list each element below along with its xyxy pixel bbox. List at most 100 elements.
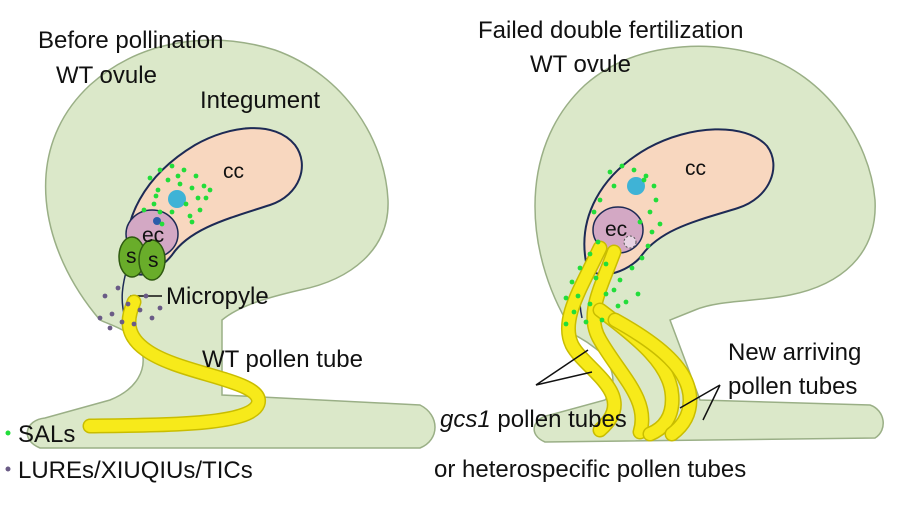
sal-dot [169, 209, 175, 215]
lure-dot [137, 307, 143, 313]
sal-dot [643, 173, 649, 179]
lure-dot [131, 321, 137, 327]
sal-dot [603, 261, 609, 267]
right-ovule-body [533, 45, 884, 443]
sal-dot [657, 221, 663, 227]
sal-dot [197, 207, 203, 213]
sal-dot [157, 167, 163, 173]
gcs1-label: gcs1 pollen tubes [440, 406, 627, 433]
sal-dot [563, 321, 569, 327]
sal-dot [575, 293, 581, 299]
sal-dot [637, 219, 643, 225]
sal-dot [169, 163, 175, 169]
lure-dot [157, 305, 163, 311]
lure-dot [125, 301, 131, 307]
left-cc-label: cc [223, 160, 244, 183]
left-title-line1: Before pollination [38, 27, 223, 54]
sal-dot [569, 279, 575, 285]
gcs1-italic: gcs1 [440, 406, 491, 433]
left-sperm-b [138, 239, 166, 281]
left-egg-nucleus [153, 217, 161, 225]
sal-dot [639, 255, 645, 261]
sal-dot [651, 183, 657, 189]
sal-dot [629, 265, 635, 271]
legend-lures: LUREs/XIUQIUs/TICs [18, 457, 253, 484]
sal-dot [577, 265, 583, 271]
sal-dot [195, 195, 201, 201]
sal-dot [591, 209, 597, 215]
sal-dot [641, 177, 647, 183]
left-sal-dots [141, 163, 213, 227]
legend-lure-dot [5, 466, 11, 472]
right-title-line2: WT ovule [530, 51, 631, 78]
right-ovule [533, 45, 884, 443]
lure-dot [119, 319, 125, 325]
gcs1-rest: pollen tubes [491, 406, 627, 433]
new-tubes-label-line2: pollen tubes [728, 373, 857, 400]
sal-dot [175, 173, 181, 179]
sal-dot [645, 243, 651, 249]
right-central-nucleus [627, 177, 645, 195]
sal-dot [165, 177, 171, 183]
right-ec-label: ec [605, 218, 627, 241]
sal-dot [587, 301, 593, 307]
sal-dot [147, 175, 153, 181]
sal-dot [595, 239, 601, 245]
sal-dot [571, 309, 577, 315]
sal-dot [203, 195, 209, 201]
sal-dot [653, 197, 659, 203]
sal-dot [193, 173, 199, 179]
sal-dot [189, 185, 195, 191]
sal-dot [563, 295, 569, 301]
left-title-line2: WT ovule [56, 62, 157, 89]
lure-dot [149, 315, 155, 321]
right-sal-dots [563, 163, 663, 327]
sal-dot [155, 187, 161, 193]
sal-dot [207, 187, 213, 193]
sal-dot [603, 291, 609, 297]
left-sperm-b-label: s [148, 249, 159, 272]
sal-dot [635, 291, 641, 297]
sal-dot [189, 219, 195, 225]
lure-dot [109, 311, 115, 317]
lure-dot [115, 285, 121, 291]
sal-dot [177, 181, 183, 187]
left-ovule [26, 39, 436, 449]
sal-dot [181, 167, 187, 173]
sal-dot [587, 251, 593, 257]
sal-dot [141, 207, 147, 213]
sal-dot [157, 209, 163, 215]
right-egg-nucleus [623, 235, 637, 249]
integument-label: Integument [200, 87, 320, 114]
sal-dot [647, 209, 653, 215]
sal-dot [607, 169, 613, 175]
sal-dot [623, 299, 629, 305]
sal-dot [611, 287, 617, 293]
sal-dot [159, 221, 165, 227]
sal-dot [153, 193, 159, 199]
gcs1-pointer-lines [535, 349, 593, 386]
sal-dot [611, 183, 617, 189]
left-lure-dots [97, 285, 163, 331]
lure-dot [102, 293, 108, 299]
sal-dot [649, 229, 655, 235]
right-title-line1: Failed double fertilization [478, 17, 744, 44]
left-ovule-body [26, 39, 436, 449]
sal-dot [615, 303, 621, 309]
new-tube-2 [609, 314, 697, 440]
gcs1-tube-2 [587, 246, 648, 438]
legend-sal-dot [5, 430, 11, 436]
micropyle-label: Micropyle [166, 283, 269, 310]
sal-dot [183, 201, 189, 207]
lure-dot [97, 315, 103, 321]
sal-dot [619, 163, 625, 169]
sal-dot [583, 319, 589, 325]
left-sperm-a-label: s [126, 245, 137, 268]
sal-dot [617, 277, 623, 283]
sal-dot [597, 197, 603, 203]
lure-dot [107, 325, 113, 331]
gcs1-tube-1 [562, 242, 621, 436]
sal-dot [631, 167, 637, 173]
